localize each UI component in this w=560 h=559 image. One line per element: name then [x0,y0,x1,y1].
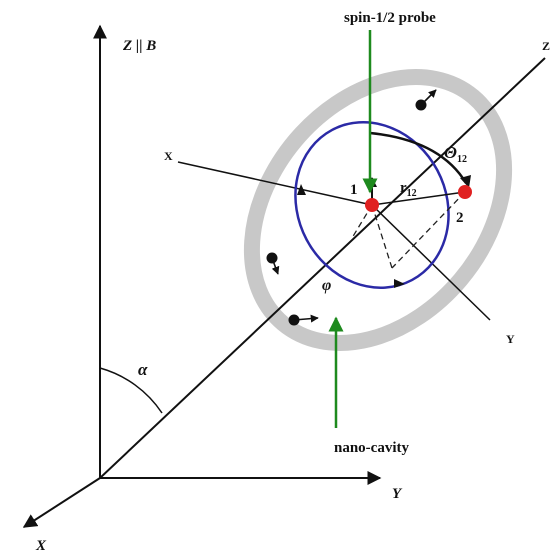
dashed-line [351,204,373,239]
spin2-label: 2 [456,210,464,226]
phi-label: φ [322,277,331,294]
local-z-label: Z [542,39,550,53]
dashed-line [371,204,393,269]
lab-x-label: X [35,538,47,554]
spin1-label: 1 [350,182,358,198]
orbit-arrow-icon [297,184,306,195]
r12-label: r12 [400,180,417,199]
probe-orbit [294,121,450,289]
lab-x-axis [22,477,101,528]
cavity-ring [243,69,513,351]
lab-z-label: Z || B [122,38,156,54]
spin-particle [415,89,437,111]
spin-particle [266,252,280,275]
theta-arc [369,131,468,184]
r12-line [371,191,466,206]
alpha-arc [99,367,163,414]
local-x-label: X [164,149,173,163]
alpha-label: α [138,360,148,379]
theta-arrow-icon [460,175,471,188]
lab-y-label: Y [392,486,403,502]
theta12-label: Θ12 [444,143,467,165]
spin-particle [288,314,319,326]
local-x-axis [177,161,373,206]
spin-site-2 [458,185,472,199]
local-y-axis [371,204,491,321]
probe-label: spin-1/2 probe [344,10,436,26]
spin-site-1 [365,198,379,212]
cavity-label: nano-cavity [334,440,410,456]
dashed-line [391,191,466,269]
orbit-arrow-icon [394,279,405,288]
local-z-axis [99,57,546,479]
local-y-label: Y [506,332,515,346]
